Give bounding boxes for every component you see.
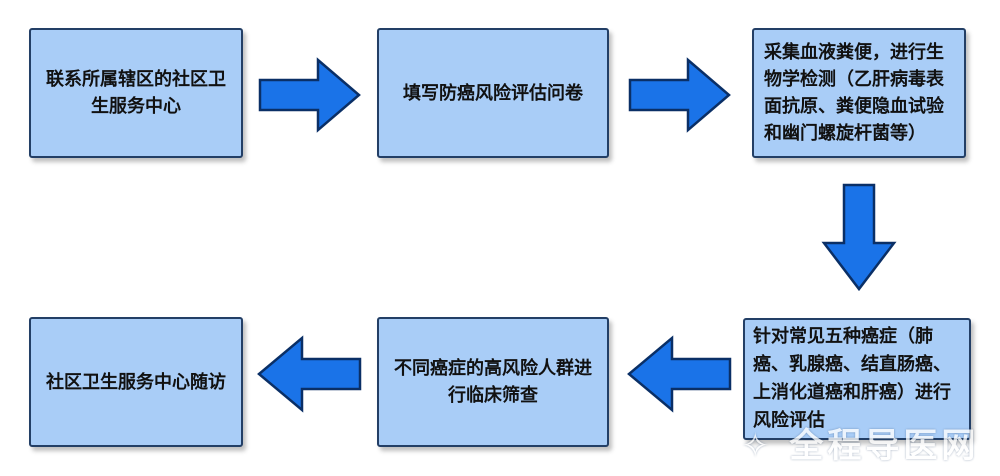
step-3-text: 采集血液粪便，进行生物学检测（乙肝病毒表面抗原、粪便隐血试验和幽门螺旋杆菌等） [764, 42, 944, 144]
arrow-left-1-icon [627, 335, 732, 413]
watermark-icon: ✧ [741, 426, 774, 466]
step-5-text: 不同癌症的高风险人群进行临床筛查 [394, 358, 592, 406]
step-4-box: 针对常见五种癌症（肺癌、乳腺癌、结直肠癌、上消化道癌和肝癌）进行风险评估 [743, 318, 971, 440]
step-3-box: 采集血液粪便，进行生物学检测（乙肝病毒表面抗原、粪便隐血试验和幽门螺旋杆菌等） [752, 28, 966, 158]
step-6-text: 社区卫生服务中心随访 [46, 371, 226, 393]
arrow-right-1-icon [258, 57, 361, 133]
watermark-logo: ✧ 全程导医网 [741, 418, 999, 474]
arrow-down-icon [821, 183, 897, 292]
step-1-text: 联系所属辖区的社区卫生服务中心 [46, 69, 226, 117]
arrow-left-2-icon [257, 335, 362, 413]
step-5-box: 不同癌症的高风险人群进行临床筛查 [377, 317, 609, 447]
arrow-right-2-icon [628, 57, 731, 133]
watermark-text: 全程导医网 [789, 426, 980, 466]
step-2-text: 填写防癌风险评估问卷 [403, 82, 583, 104]
step-1-box: 联系所属辖区的社区卫生服务中心 [29, 28, 243, 158]
step-6-box: 社区卫生服务中心随访 [29, 317, 243, 447]
step-4-text: 针对常见五种癌症（肺癌、乳腺癌、结直肠癌、上消化道癌和肝癌）进行风险评估 [753, 326, 951, 431]
step-2-box: 填写防癌风险评估问卷 [377, 28, 609, 158]
